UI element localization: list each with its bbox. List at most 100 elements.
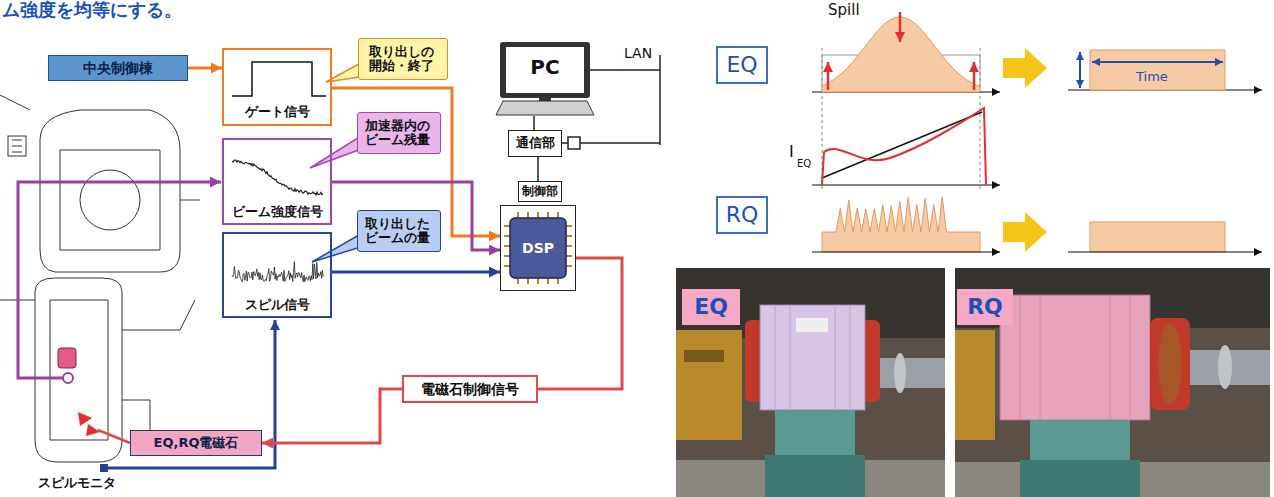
signal-connector xyxy=(538,258,622,389)
comm-unit-box: 通信部 xyxy=(508,130,562,157)
eq-plot xyxy=(812,184,1000,185)
eq-magnet-photo xyxy=(676,330,742,440)
signal-box: ゲート信号 xyxy=(222,48,332,126)
photo-tag: RQ xyxy=(957,289,1013,325)
callout-box: 取り出しの 開始・終了 xyxy=(358,38,448,80)
eq-magnet-photo xyxy=(775,305,850,410)
eq-magnet-photo xyxy=(684,350,724,362)
rq-magnet-photo xyxy=(1000,295,1150,420)
signal-connector xyxy=(533,116,535,130)
signal-connector xyxy=(188,67,222,70)
axis-label: Spill xyxy=(828,2,860,19)
node-text: ビーム強度信号 xyxy=(232,205,323,220)
rq-magnet-photo xyxy=(1030,420,1130,465)
rq-spill-spikes xyxy=(822,197,980,252)
pc-icon xyxy=(496,42,594,115)
rq-plot xyxy=(822,197,980,252)
dsp-chip xyxy=(566,226,572,266)
signal-connector xyxy=(332,271,500,274)
spill-wire xyxy=(108,320,275,468)
eq-magnet-photo xyxy=(775,410,855,460)
mode-label-box: EQ xyxy=(716,46,768,84)
node-text: 加速器内の ビーム残量 xyxy=(365,119,433,148)
dsp-chip xyxy=(510,218,566,278)
lan-wires xyxy=(568,137,580,149)
rq-magnet-photo xyxy=(1158,324,1182,404)
signal-box: ビーム強度信号 xyxy=(222,138,332,225)
spill-correction-arrows xyxy=(899,12,902,42)
eq-plot xyxy=(1079,52,1081,88)
eq-magnet-photo xyxy=(676,268,945,497)
pc-icon xyxy=(506,47,584,93)
heading-fragment: ム強度を均等にする。 xyxy=(2,0,182,20)
dsp-chip xyxy=(504,212,572,284)
site-map xyxy=(122,400,150,430)
rq-plot xyxy=(1090,222,1225,252)
network-label: LAN xyxy=(624,46,652,61)
eq-magnet-photo xyxy=(796,318,828,332)
rq-plot xyxy=(812,197,1262,252)
signal-connector xyxy=(537,157,539,181)
eq-plot xyxy=(822,108,986,185)
rq-magnet-photo xyxy=(1218,345,1232,389)
rq-plot xyxy=(812,251,1000,252)
rq-magnet-photo xyxy=(1020,460,1140,497)
node-text: 取り出しの 開始・終了 xyxy=(369,45,437,74)
signal-waveforms xyxy=(232,160,323,282)
eq-plot xyxy=(1092,61,1223,63)
site-map xyxy=(12,140,22,152)
eq-plot xyxy=(822,112,982,178)
control-unit-box: 制御部 xyxy=(518,181,562,202)
gate-waveform xyxy=(232,62,326,96)
dsp-chip xyxy=(504,226,510,266)
spill-correction-arrows xyxy=(827,62,830,90)
dsp-chip xyxy=(518,212,558,218)
magnet-wire xyxy=(98,430,130,443)
rq-magnet-photo xyxy=(955,268,1270,497)
callout-box: 取り出した ビームの量 xyxy=(357,210,441,252)
dsp-chip xyxy=(518,278,558,284)
node-text: 通信部 xyxy=(516,136,555,151)
lan-wires xyxy=(590,69,660,71)
mode-label-box: RQ xyxy=(716,196,768,234)
lan-wires xyxy=(562,55,660,149)
node-text: ゲート信号 xyxy=(245,105,310,120)
eq-magnet-photo xyxy=(676,268,945,497)
node-text: 取り出した ビームの量 xyxy=(365,217,433,246)
spill-monitor-label: スピルモニタ xyxy=(38,476,116,490)
eq-magnet-photo xyxy=(676,268,945,338)
callout-box: 加速器内の ビーム残量 xyxy=(357,112,441,154)
beam-intensity-trace xyxy=(232,160,323,195)
spill-correction-arrows xyxy=(973,62,976,90)
eq-plot xyxy=(1003,48,1047,88)
control-building-box: 中央制御棟 xyxy=(48,55,188,81)
signal-box: スピル信号 xyxy=(222,232,332,318)
node-text: RQ xyxy=(726,202,759,227)
accelerator-part xyxy=(58,348,76,368)
pc-icon xyxy=(496,101,594,115)
node-text: RQ xyxy=(967,294,1003,319)
site-map xyxy=(0,95,200,330)
beam-intensity-wire xyxy=(18,182,221,378)
photo-tag: EQ xyxy=(682,289,740,325)
site-map xyxy=(50,300,108,440)
node-text: EQ xyxy=(726,52,757,77)
pc-node: PC xyxy=(495,40,595,116)
axis-label: Time xyxy=(1136,70,1168,84)
lan-wires xyxy=(659,55,661,145)
rq-magnet-photo xyxy=(955,268,1270,497)
site-map xyxy=(8,136,26,156)
rq-magnet-photo xyxy=(1020,295,1130,420)
node-text: スピル信号 xyxy=(245,298,310,313)
rq-plot xyxy=(1068,251,1262,252)
current-subscript: EQ xyxy=(797,158,811,169)
eq-magnet-photo xyxy=(894,353,906,393)
eq-plot xyxy=(1090,50,1225,90)
rq-magnet-photo xyxy=(1150,318,1190,410)
signal-connector xyxy=(262,389,402,443)
eq-magnet-photo xyxy=(765,455,865,497)
node-text: EQ xyxy=(694,294,728,319)
pc-icon xyxy=(500,42,590,98)
